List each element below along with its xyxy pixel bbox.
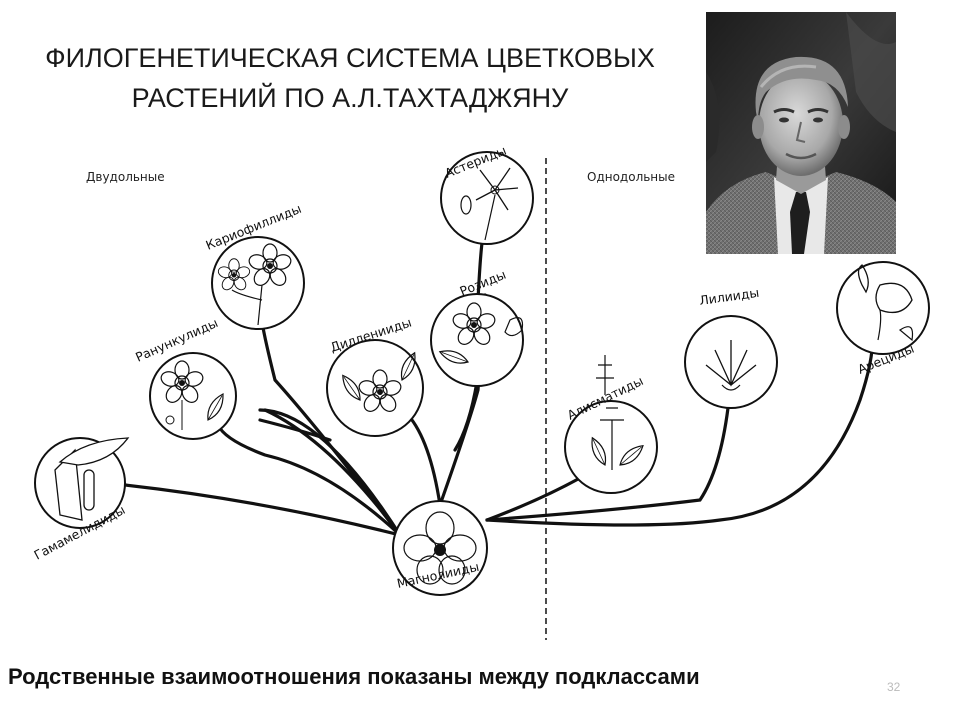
node-arecidae: Арециды	[836, 261, 930, 377]
node-rosidae: Розиды	[430, 267, 524, 387]
portrait-photo	[706, 12, 896, 254]
node-liliidae: Лилииды	[684, 285, 778, 409]
branches	[123, 241, 874, 537]
node-hamamelidae: Гамамелидиды	[31, 437, 130, 563]
node-asteridae: Астериды	[440, 143, 534, 245]
footer-caption: Родственные взаимоотношения показаны меж…	[8, 664, 700, 689]
slide-title: ФИЛОГЕНЕТИЧЕСКАЯ СИСТЕМА ЦВЕТКОВЫХ РАСТЕ…	[20, 38, 680, 118]
dicots-label: Двудольные	[86, 170, 165, 184]
title-line-1: ФИЛОГЕНЕТИЧЕСКАЯ СИСТЕМА ЦВЕТКОВЫХ	[45, 43, 655, 73]
monocots-label: Однодольные	[587, 170, 676, 184]
node-magnoliidae: Магнолииды	[392, 500, 488, 596]
node-dilleniidae: Дилленииды	[326, 314, 424, 437]
title-line-2: РАСТЕНИЙ ПО А.Л.ТАХТАДЖЯНУ	[131, 83, 569, 113]
node-ranunculidae: Ранункулиды	[133, 315, 237, 440]
slide-number: 32	[887, 680, 901, 694]
node-alismatidae: Алисматиды	[564, 355, 658, 494]
label-liliidae: Лилииды	[698, 285, 760, 308]
node-caryophyllidae: Кариофиллиды	[204, 201, 305, 330]
